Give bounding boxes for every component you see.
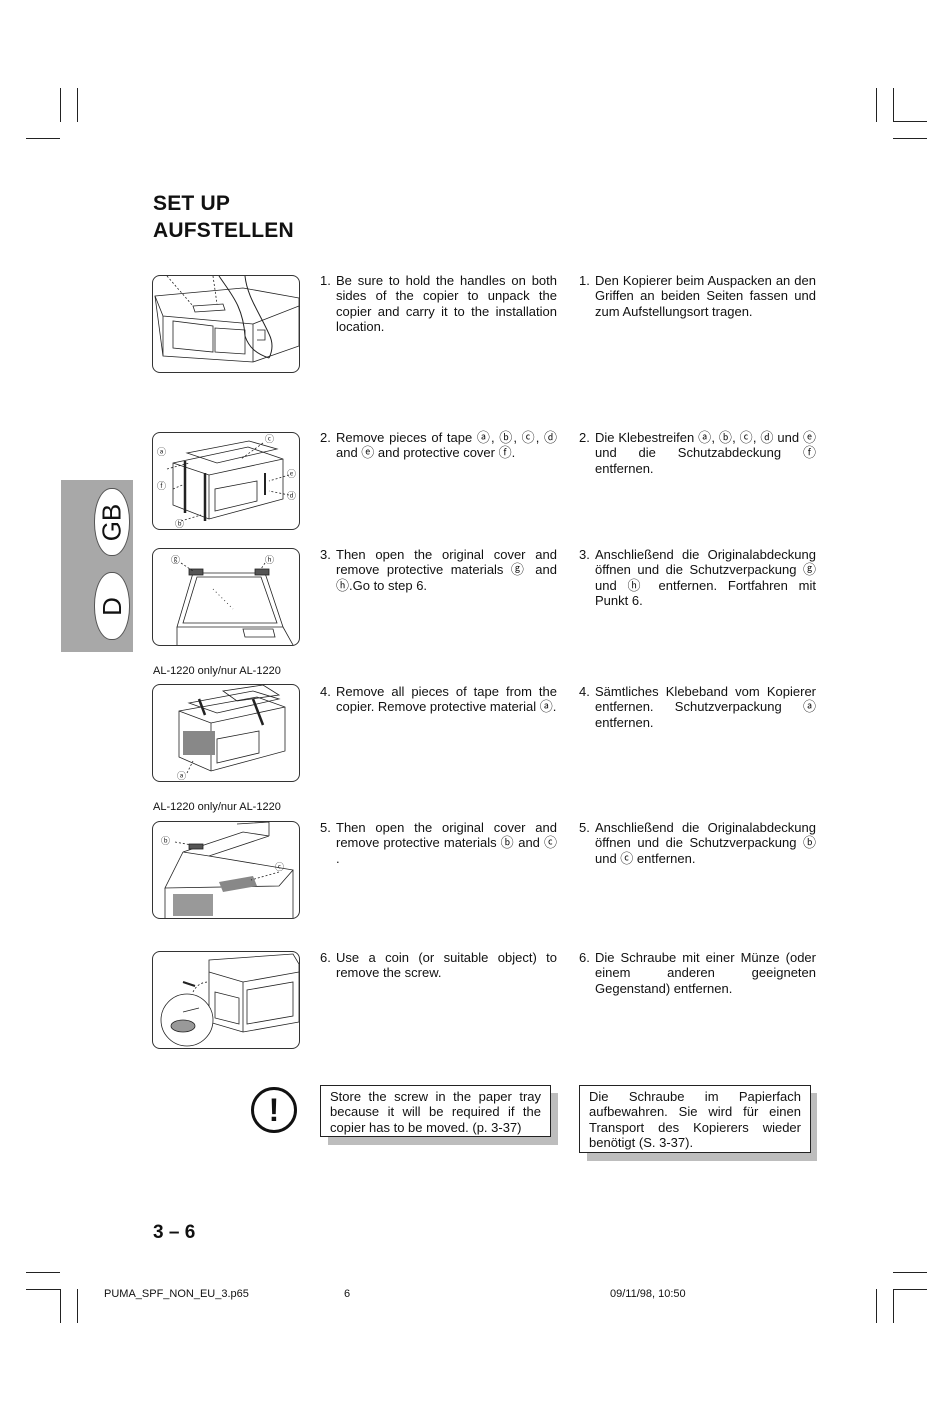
- crop-mark: [60, 1289, 61, 1323]
- crop-mark: [876, 1289, 877, 1323]
- step-2-english: 2. Remove pieces of tape ⓐ, ⓑ, ⓒ, ⓓ and …: [320, 430, 557, 461]
- crop-mark: [893, 138, 927, 139]
- crop-mark: [893, 1289, 927, 1290]
- language-oval-gb: GB: [94, 488, 130, 556]
- title-english: SET UP: [153, 192, 231, 215]
- note-german: Die Schraube im Papierfach aufbewahren. …: [579, 1085, 811, 1153]
- caption-al1220-second: AL-1220 only/nur AL-1220: [153, 801, 281, 813]
- caution-icon: !: [251, 1087, 297, 1133]
- step-4-english: 4. Remove all pieces of tape from the co…: [320, 684, 557, 715]
- figure-remove-screw: [152, 951, 300, 1049]
- crop-mark: [77, 1289, 78, 1323]
- crop-mark: [876, 88, 877, 122]
- fig5-label-b: ⓑ: [161, 836, 170, 847]
- crop-mark: [893, 88, 894, 122]
- language-tab: GB D: [61, 480, 133, 652]
- crop-mark: [893, 1289, 894, 1323]
- footer-page: 6: [344, 1288, 351, 1300]
- step-4-german: 4. Sämtliches Klebeband vom Kopierer ent…: [579, 684, 816, 730]
- step-5-english: 5. Then open the original cover and remo…: [320, 820, 557, 866]
- crop-mark: [26, 1272, 60, 1273]
- fig2-label-b: ⓑ: [175, 519, 184, 529]
- step-1-german: 1. Den Kopierer beim Auspacken an den Gr…: [579, 273, 816, 319]
- figure-al1220-tape: ⓐ: [152, 684, 300, 782]
- step-1-english: 1. Be sure to hold the handles on both s…: [320, 273, 557, 335]
- language-oval-d: D: [94, 572, 130, 640]
- crop-mark: [893, 1272, 927, 1273]
- step-3-german: 3. Anschließend die Originalabdeckung öf…: [579, 547, 816, 609]
- page-number: 3 – 6: [153, 1222, 196, 1243]
- fig2-label-a: ⓐ: [157, 447, 166, 458]
- figure-open-cover: ⓖ ⓗ: [152, 548, 300, 646]
- page-title: SET UP AUFSTELLEN: [153, 190, 294, 244]
- figure-remove-tape: ⓐ ⓑ ⓒ ⓓ ⓔ ⓕ: [152, 432, 300, 530]
- step-2-german: 2. Die Klebestreifen ⓐ, ⓑ, ⓒ, ⓓ und ⓔ un…: [579, 430, 816, 476]
- step-6-english: 6. Use a coin (or suitable object) to re…: [320, 950, 557, 981]
- fig4-label-a: ⓐ: [177, 771, 186, 781]
- step-3-english: 3. Then open the original cover and remo…: [320, 547, 557, 593]
- figure-al1220-cover: ⓑ ⓒ: [152, 821, 300, 919]
- fig2-label-e: ⓔ: [287, 469, 296, 480]
- figure-unpack-copier: [152, 275, 300, 373]
- crop-mark: [26, 138, 60, 139]
- fig2-label-d: ⓓ: [287, 491, 296, 502]
- crop-mark: [60, 88, 61, 122]
- fig3-label-g: ⓖ: [171, 555, 180, 566]
- caption-al1220-first: AL-1220 only/nur AL-1220: [153, 665, 281, 677]
- footer-filename: PUMA_SPF_NON_EU_3.p65: [104, 1288, 249, 1300]
- note-english: Store the screw in the paper tray becaus…: [320, 1085, 551, 1137]
- step-6-german: 6. Die Schraube mit einer Münze (oder ei…: [579, 950, 816, 996]
- fig2-label-f: ⓕ: [157, 481, 166, 492]
- footer-date: 09/11/98, 10:50: [610, 1288, 686, 1300]
- title-german: AUFSTELLEN: [153, 219, 294, 242]
- fig5-label-c: ⓒ: [275, 862, 284, 873]
- step-5-german: 5. Anschließend die Originalabdeckung öf…: [579, 820, 816, 866]
- fig2-label-c: ⓒ: [265, 434, 274, 445]
- crop-mark: [77, 88, 78, 122]
- fig3-label-h: ⓗ: [265, 555, 274, 566]
- crop-mark: [893, 121, 927, 122]
- crop-mark: [26, 1289, 60, 1290]
